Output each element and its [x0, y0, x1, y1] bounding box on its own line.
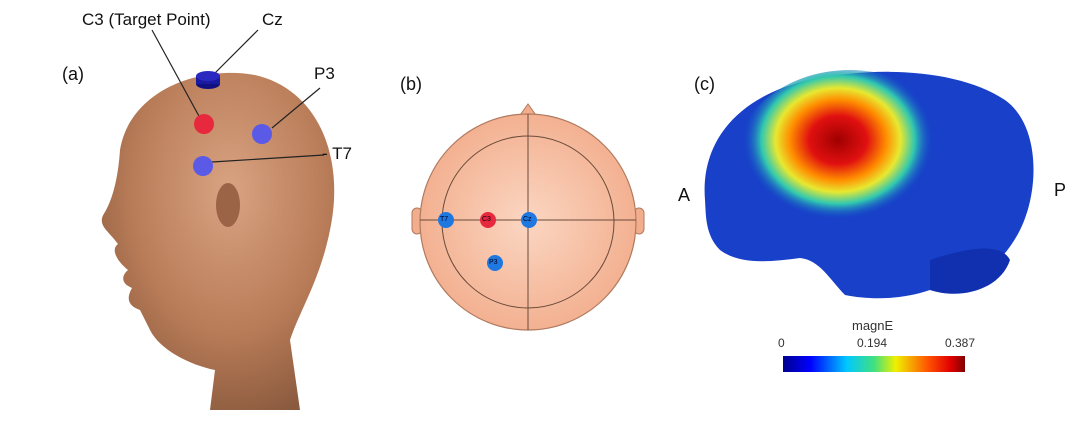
cz-electrode-label: Cz	[523, 216, 532, 223]
c3-electrode-label: C3	[482, 216, 491, 223]
p3-electrode-label: P3	[489, 259, 498, 266]
electrode-c3-b	[480, 212, 496, 228]
electrode-cz-a	[196, 71, 220, 89]
colorbar-mid: 0.194	[857, 336, 888, 350]
colorbar	[783, 356, 965, 372]
t7-electrode-label: T7	[440, 216, 449, 223]
panel-c-label: (c)	[694, 74, 715, 94]
electrode-t7-a	[193, 156, 213, 176]
electrode-cz-b	[521, 212, 537, 228]
panel-a-leader-lines	[151, 29, 325, 163]
brain-efield-map	[704, 70, 1034, 299]
cz-label: Cz	[262, 10, 283, 29]
panel-b-label: (b)	[400, 74, 422, 94]
head-profile-illustration	[101, 72, 335, 410]
electrode-t7-b	[438, 212, 454, 228]
anterior-label: A	[678, 185, 691, 205]
p3-label: P3	[314, 64, 335, 83]
colorbar-title: magnE	[852, 318, 894, 333]
electrode-p3-a	[252, 124, 272, 144]
electrode-c3-a	[194, 114, 214, 134]
colorbar-max: 0.387	[945, 336, 976, 350]
electrode-p3-b	[487, 255, 503, 271]
c3-target-label: C3 (Target Point)	[82, 10, 211, 29]
posterior-label: P	[1054, 180, 1067, 200]
t7-label: - T7	[322, 144, 352, 163]
colorbar-min: 0	[778, 336, 785, 350]
panel-a-label: (a)	[62, 64, 84, 84]
